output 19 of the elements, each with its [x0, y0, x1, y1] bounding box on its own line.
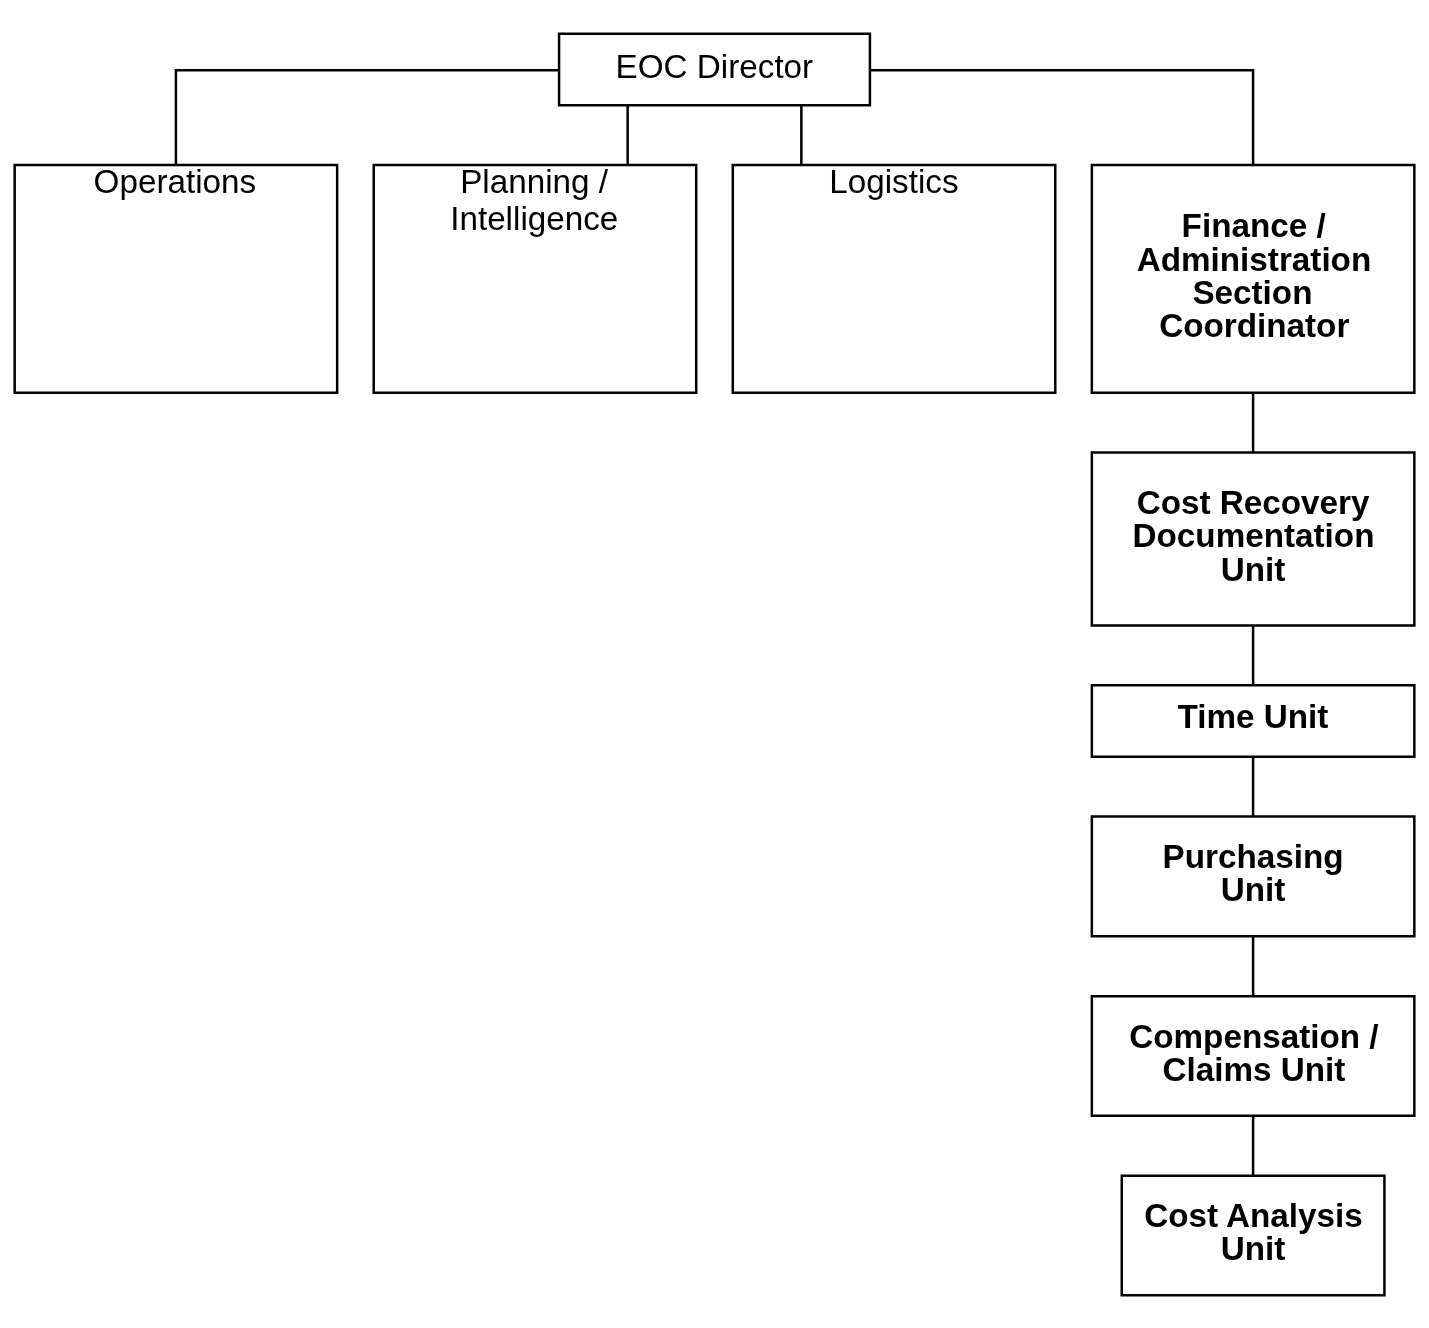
node-box: Planning / Intelligence — [372, 163, 698, 394]
node-box: Cost Recovery Documentation Unit — [1090, 450, 1416, 627]
node-box: Compensation / Claims Unit — [1090, 994, 1416, 1117]
connector — [870, 68, 1255, 165]
connector — [174, 68, 559, 165]
node-box: Operations — [13, 163, 339, 394]
connector — [1251, 392, 1255, 452]
connector — [1251, 756, 1255, 816]
connector — [1251, 625, 1255, 685]
connector — [800, 104, 803, 165]
connector — [626, 104, 629, 165]
node-box: Logistics — [731, 163, 1057, 394]
connector — [1251, 936, 1255, 996]
node-box: Cost Analysis Unit — [1120, 1173, 1386, 1297]
node-box: Finance / Administration Section Coordinator — [1090, 163, 1416, 394]
node-box: EOC Director — [557, 31, 872, 106]
connector — [1251, 1115, 1255, 1175]
node-box: Time Unit — [1090, 683, 1416, 758]
node-box: Purchasing Unit — [1090, 814, 1416, 938]
